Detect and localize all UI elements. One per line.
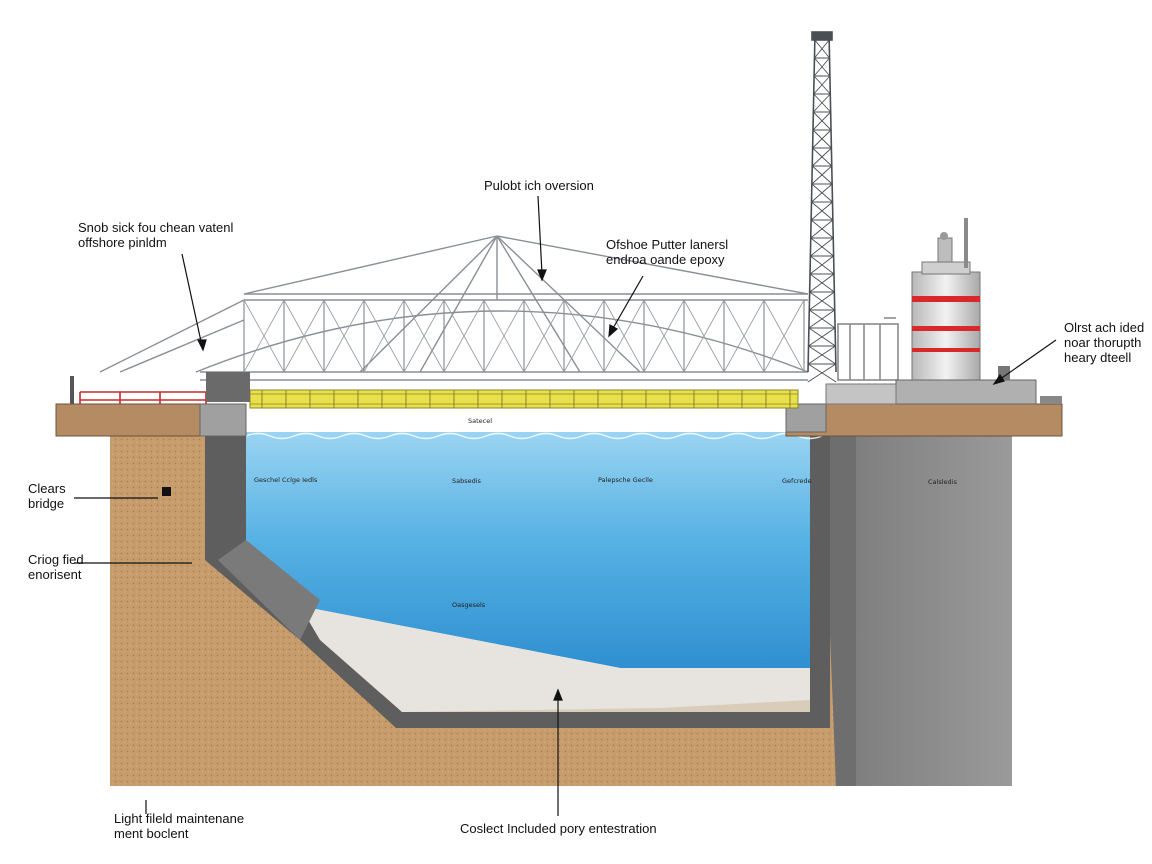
tower-brace: [811, 165, 833, 185]
truss-members: [243, 299, 805, 373]
truss-diagonal: [763, 299, 805, 373]
tower-brace: [807, 363, 837, 383]
tower-brace: [811, 147, 832, 167]
truss-diagonal: [323, 299, 365, 373]
label-left-1a: Clears: [28, 481, 66, 496]
label-bottom-center: Coslect Included pory entestration: [460, 821, 657, 836]
bridge-truss: [99, 235, 809, 381]
small-label-water-3: Palepsche Geclle: [598, 476, 653, 484]
truss-diagonal: [243, 299, 285, 373]
truss-diagonal: [643, 299, 685, 373]
left-slab: [55, 403, 247, 437]
deck-machinery-left: [70, 372, 250, 404]
label-left-2b: enorisent: [28, 567, 82, 582]
deck-beam-posts: [261, 390, 791, 408]
tower-brace: [811, 183, 833, 203]
truss-diagonal: [603, 299, 645, 373]
tower-brace: [809, 291, 835, 311]
tower-brace: [810, 201, 833, 221]
label-top-left-2: offshore pinldm: [78, 235, 167, 250]
equipment-base: [825, 366, 1062, 405]
marker-square: [162, 487, 171, 496]
deck-beam: [249, 389, 799, 409]
label-left-1b: bridge: [28, 496, 65, 511]
small-label-deck: Satecel: [468, 417, 493, 425]
small-label-water-4: Gefcrede: [782, 477, 812, 485]
pipework: [837, 317, 899, 381]
storage-tank: [911, 218, 981, 383]
truss-diagonal: [443, 299, 485, 373]
tower-bracing: [807, 39, 837, 383]
water-body: [245, 432, 823, 668]
tower-brace: [810, 237, 834, 257]
tower-brace: [814, 39, 830, 59]
truss-diagonal: [363, 299, 405, 373]
label-bottom-left-1: Light fileld maintenane: [114, 811, 245, 826]
tower-brace: [809, 255, 834, 275]
label-bottom-left-2: ment boclent: [114, 826, 189, 841]
label-top-center: Pulobt ich oversion: [484, 178, 594, 193]
small-label-water-2: Sabsedis: [452, 477, 481, 485]
sediment-slope: [218, 540, 810, 712]
tower-brace: [813, 57, 830, 77]
soil-ground: [110, 432, 860, 786]
tower-brace: [807, 345, 836, 365]
truss-diagonal: [563, 299, 605, 373]
label-mid-center-1: Ofshoe Putter lanersl: [606, 237, 729, 252]
label-right-2: noar thorupth: [1064, 335, 1142, 350]
label-left-2a: Criog fied: [28, 552, 84, 567]
tower-brace: [812, 129, 832, 149]
right-slab: [785, 403, 1063, 437]
leader-lines: [74, 195, 1057, 816]
truss-diagonal: [403, 299, 445, 373]
tower-brace: [808, 309, 835, 329]
tower-brace: [813, 75, 831, 95]
tower-brace: [813, 93, 831, 113]
small-label-water-5: Oasgesels: [452, 601, 486, 609]
label-top-left-1: Snob sick fou chean vatenl: [78, 220, 234, 235]
label-mid-center-2: endroa oande epoxy: [606, 252, 725, 267]
tower-brace: [808, 327, 836, 347]
right-concrete-block: [822, 432, 1012, 786]
tower-brace: [810, 219, 834, 239]
small-label-water-1: Geschel Cclge Iedls: [254, 476, 318, 484]
red-railing: [79, 391, 207, 404]
small-label-wall-right: Calsledis: [928, 478, 957, 486]
truss-diagonal: [683, 299, 725, 373]
tower-brace: [812, 111, 831, 131]
truss-diagonal: [523, 299, 565, 373]
truss-diagonal: [483, 299, 525, 373]
label-right-1: Olrst ach ided: [1064, 320, 1145, 335]
truss-diagonal: [283, 299, 325, 373]
label-right-3: heary dteell: [1064, 350, 1132, 365]
truss-diagonal: [723, 299, 765, 373]
tower-brace: [809, 273, 835, 293]
